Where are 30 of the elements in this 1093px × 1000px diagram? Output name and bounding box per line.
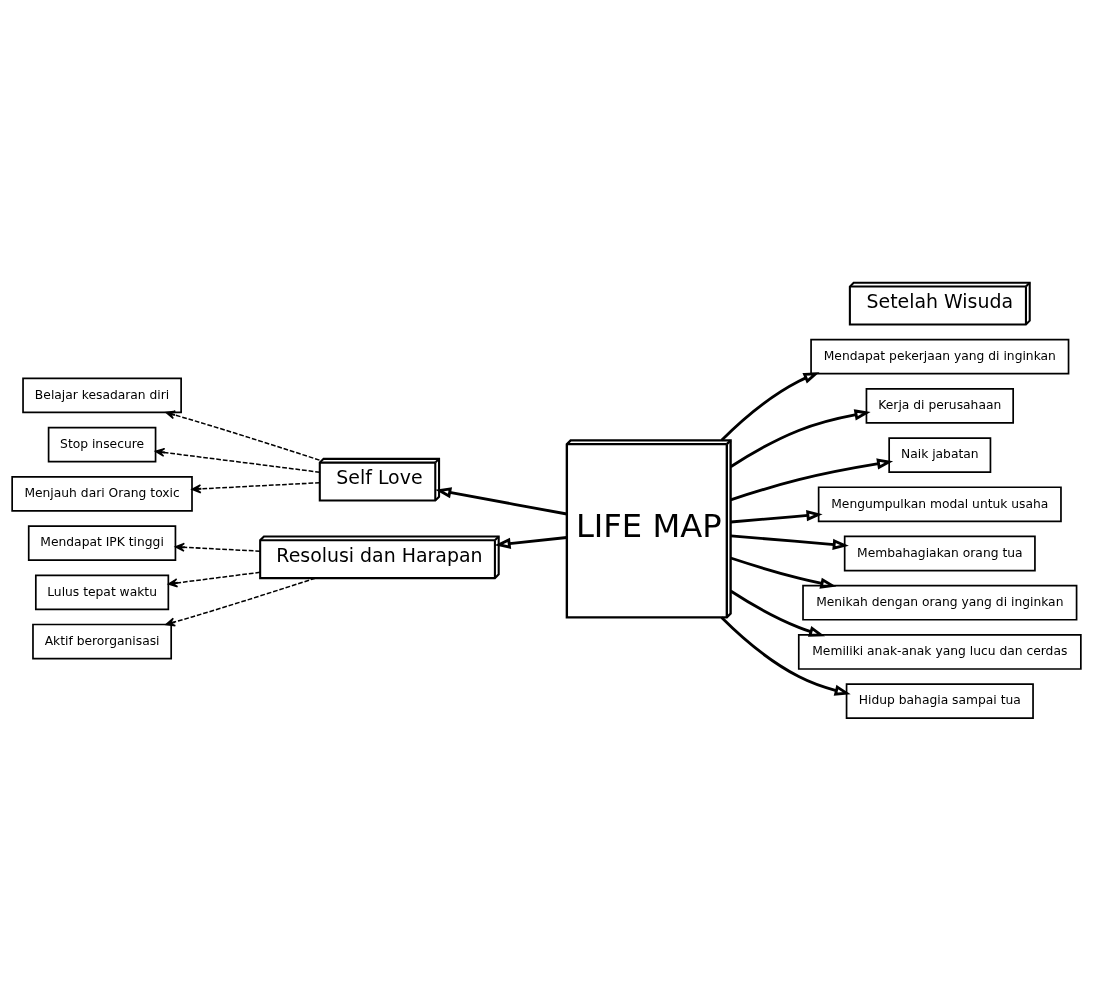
node-box: Hidup bahagia sampai tua bbox=[845, 682, 1034, 719]
arrow bbox=[174, 542, 261, 552]
arrow bbox=[165, 576, 316, 627]
node-box: Membahagiakan orang tua bbox=[843, 535, 1036, 571]
arrow bbox=[720, 371, 820, 441]
node-box: Mendapat pekerjaan yang di inginkan bbox=[810, 338, 1070, 374]
arrow bbox=[494, 535, 567, 549]
arrow bbox=[720, 616, 851, 696]
arrow bbox=[165, 409, 321, 461]
arrow bbox=[730, 509, 823, 523]
node-box: Naik jabatan bbox=[888, 436, 992, 473]
node-box: Kerja di perusahaan bbox=[865, 387, 1014, 424]
arrow bbox=[435, 486, 568, 515]
arrow bbox=[730, 457, 894, 501]
node-box: Menjauh dari Orang toxic bbox=[11, 475, 193, 512]
arrow bbox=[730, 533, 849, 550]
arrow bbox=[154, 447, 321, 473]
arrow bbox=[729, 589, 825, 637]
arrow bbox=[730, 556, 837, 589]
arrow bbox=[191, 481, 321, 493]
node-box: Menikah dengan orang yang di inginkan bbox=[802, 584, 1078, 621]
arrow bbox=[729, 408, 871, 468]
node-box: Mendapat IPK tinggi bbox=[27, 524, 177, 561]
node-box: Aktif berorganisasi bbox=[32, 623, 173, 659]
node-box: Memiliki anak-anak yang lucu dan cerdas bbox=[797, 633, 1082, 670]
node-box: Mengumpulkan modal untuk usaha bbox=[817, 485, 1062, 522]
arrow bbox=[167, 571, 261, 587]
node-box: Belajar kesadaran diri bbox=[22, 377, 182, 413]
node-box: Lulus tepat waktu bbox=[34, 573, 170, 610]
node-box: Stop insecure bbox=[47, 426, 157, 463]
